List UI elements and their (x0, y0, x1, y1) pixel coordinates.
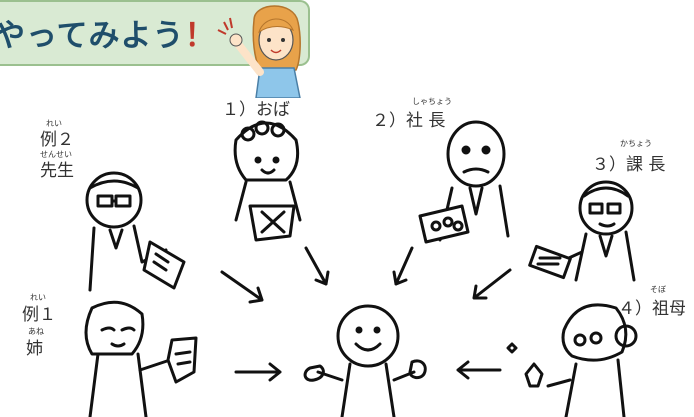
president-furigana: しゃちょう (412, 97, 452, 106)
banner-title: やってみよう！ (0, 10, 216, 55)
center-person-figure (303, 304, 427, 417)
section-chief-figure (528, 180, 636, 282)
example1-furigana-ane: あね (28, 327, 44, 336)
example2-furigana-rei: れい (46, 119, 62, 128)
sister-figure (84, 300, 198, 417)
grandmother-furigana: そぼ (650, 285, 666, 294)
section-chief-furigana: かちょう (620, 139, 652, 148)
section-chief-label: ３）課 長 (592, 155, 666, 175)
aunt-figure (233, 120, 302, 242)
mascot-girl-illustration (217, 5, 301, 98)
sister-label: 姉 (26, 339, 43, 359)
example1-label: 例１ (22, 305, 56, 325)
grandmother-figure (506, 303, 638, 417)
arrows (220, 246, 512, 382)
grandmother-label: ４）祖母 (618, 299, 686, 319)
example2-label: 例２ (40, 130, 74, 150)
example1-furigana-rei: れい (30, 293, 46, 302)
teacher-label: 先生 (40, 161, 74, 181)
example2-furigana-sensei: せんせい (40, 150, 72, 159)
teacher-figure (85, 171, 186, 292)
aunt-label: １）おば (222, 100, 290, 120)
banner-title-text: やってみよう (0, 18, 185, 54)
banner-exclaim: ！ (184, 18, 217, 54)
president-figure (418, 120, 510, 244)
president-label: ２）社 長 (372, 111, 446, 131)
